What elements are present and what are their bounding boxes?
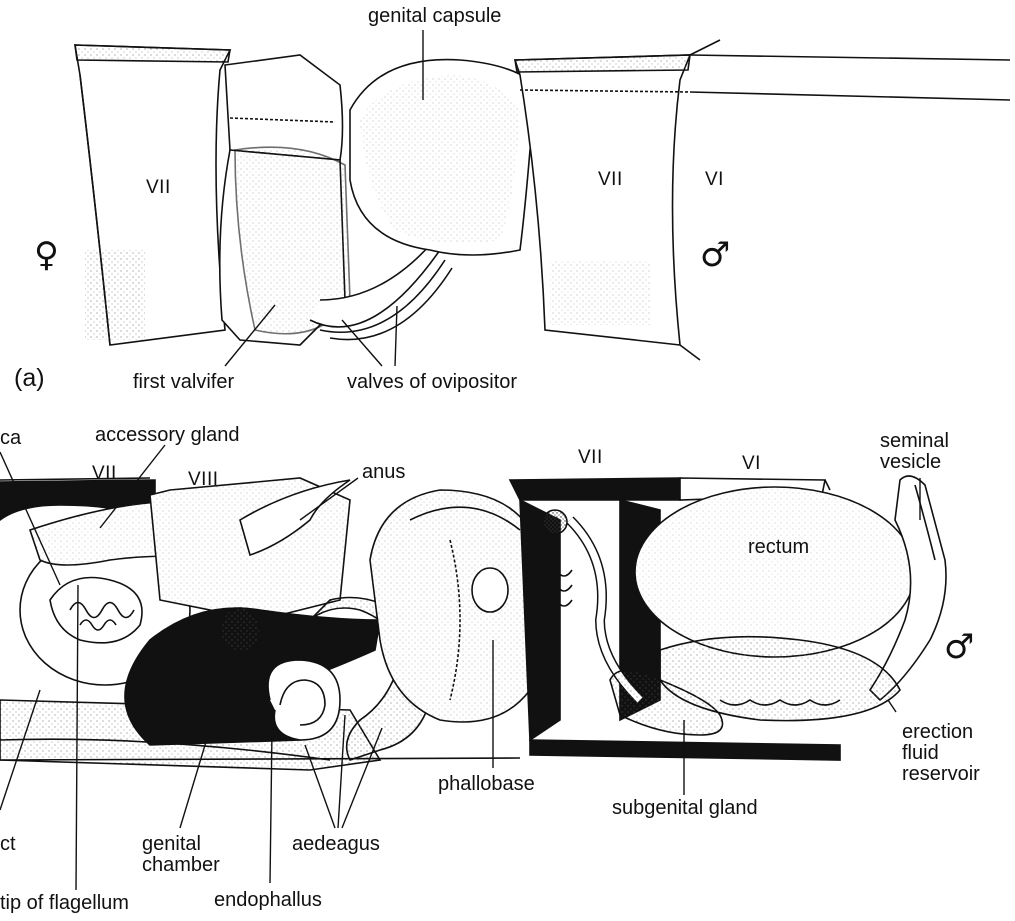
label-tip-of-flagellum: tip of flagellum [0, 893, 129, 913]
label-segment-vii-female-a: VII [146, 178, 171, 197]
male-segment-vi [680, 40, 1010, 360]
female-segment-viii [225, 55, 343, 160]
label-segment-vi-male-b: VI [742, 454, 761, 473]
label-rectum: rectum [748, 537, 809, 557]
label-seminal-vesicle: seminal vesicle [880, 431, 949, 473]
label-spermatheca-partial: ca [0, 428, 21, 448]
male-symbol-a: ♂ [700, 238, 730, 272]
label-aedeagus: aedeagus [292, 834, 380, 854]
label-segment-viii-female-b: VIII [188, 470, 219, 489]
endophallus-coil [268, 660, 340, 740]
label-accessory-gland: accessory gland [95, 425, 240, 445]
label-genital-chamber: genital chamber [142, 834, 220, 876]
label-segment-vii-female-b: VII [92, 464, 117, 483]
male-segment-vii [510, 478, 680, 500]
panel-b-drawing [0, 476, 946, 770]
label-subgenital-gland: subgenital gland [612, 798, 758, 818]
label-segment-vi-male-a: VI [705, 170, 724, 189]
label-valves-of-ovipositor: valves of ovipositor [347, 372, 517, 392]
label-phallobase: phallobase [438, 774, 535, 794]
label-erection-fluid-reservoir: erection fluid reservoir [902, 722, 980, 785]
label-genital-capsule: genital capsule [368, 6, 501, 26]
label-first-valvifer: first valvifer [133, 372, 234, 392]
panel-label-a: (a) [14, 366, 45, 391]
label-anus: anus [362, 462, 405, 482]
label-segment-vii-male-a: VII [598, 170, 623, 189]
female-symbol: ♀ [34, 238, 59, 272]
panel-a-drawing [75, 40, 1010, 360]
label-segment-vii-male-b: VII [578, 448, 603, 467]
label-endophallus: endophallus [214, 890, 322, 910]
male-symbol-b: ♂ [944, 630, 974, 664]
label-duct-partial: ct [0, 834, 16, 854]
